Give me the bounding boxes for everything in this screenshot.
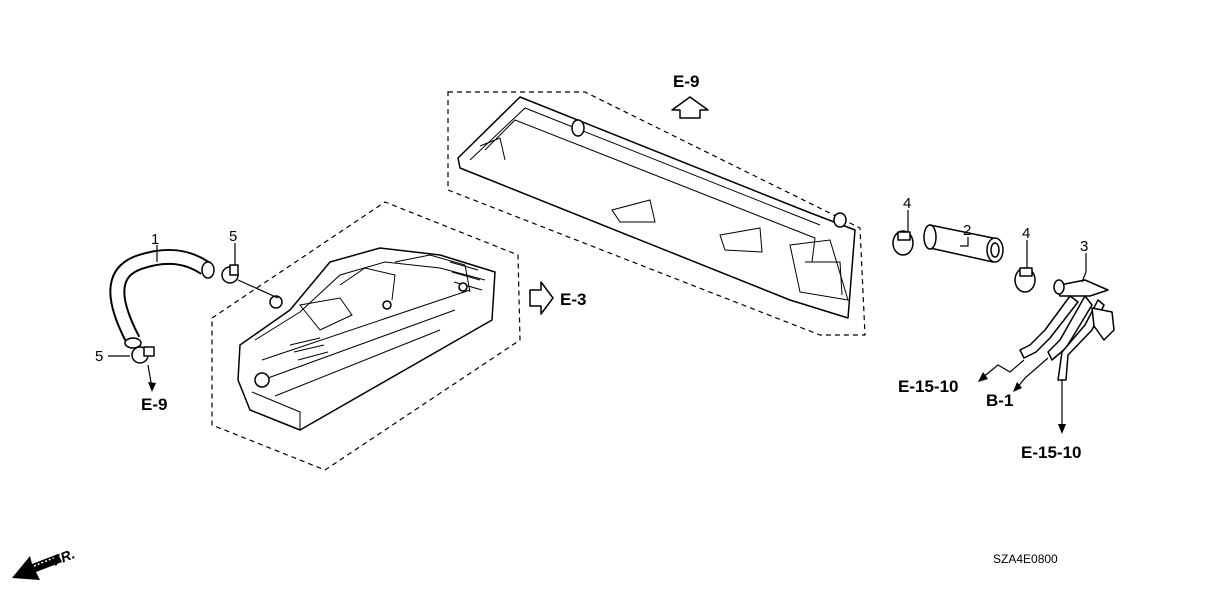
ref-e3: E-3 <box>560 290 586 309</box>
callout-5-upper: 5 <box>229 228 237 245</box>
callout-1: 1 <box>151 231 159 248</box>
leader-lines <box>108 210 1087 434</box>
right-arrow-icon <box>529 281 554 315</box>
callout-5-lower: 5 <box>95 348 103 365</box>
ref-b1: B-1 <box>986 391 1013 410</box>
up-arrow-icon <box>671 96 709 119</box>
cover-dashed-boundary <box>447 91 866 336</box>
diagram-code: SZA4E0800 <box>993 552 1058 566</box>
clamp-part-4-left <box>892 230 914 256</box>
tube-part-2 <box>923 224 1004 263</box>
clamp-part-4-right <box>1014 267 1036 293</box>
callout-4-right: 4 <box>1022 225 1030 242</box>
clamp-part-5-lower <box>131 346 155 364</box>
front-indicator-label: FR. <box>50 545 77 568</box>
manifold-assembly <box>211 201 521 471</box>
callout-2: 2 <box>963 222 971 239</box>
front-arrow-icon <box>12 554 62 580</box>
hose-part-1 <box>109 248 215 349</box>
ref-e9-top: E-9 <box>673 72 699 91</box>
callout-4-left: 4 <box>903 195 911 212</box>
ref-e9-left: E-9 <box>141 395 167 414</box>
ref-e15-10-right: E-15-10 <box>1021 443 1081 462</box>
manifold-dashed-boundary <box>211 201 521 471</box>
pipe-assembly-part-3 <box>1019 279 1115 381</box>
ref-e15-10-left: E-15-10 <box>898 377 958 396</box>
callout-3: 3 <box>1080 238 1088 255</box>
cover-assembly <box>447 91 866 336</box>
clamp-part-5-upper <box>221 264 279 299</box>
